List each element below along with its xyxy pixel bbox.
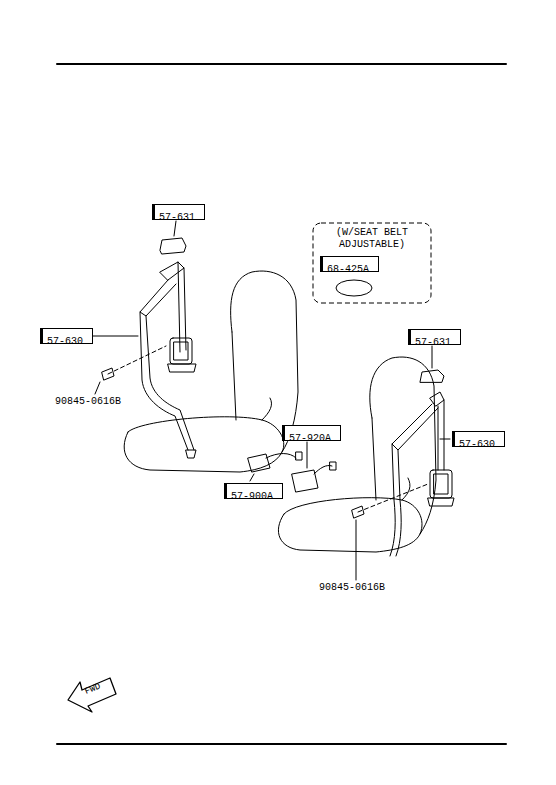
drawing-stroke	[140, 280, 176, 316]
drawing-stroke	[420, 370, 444, 382]
drawing-stroke	[248, 454, 270, 472]
drawing-stroke	[314, 465, 332, 474]
drawing-stroke	[432, 346, 433, 368]
drawing-stroke	[330, 462, 336, 470]
drawing-stroke	[262, 398, 272, 420]
drawing-stroke	[434, 474, 448, 494]
drawing-stroke	[430, 470, 452, 498]
drawing-stroke	[174, 221, 176, 236]
drawing-stroke	[356, 520, 357, 580]
part-number: 90845-0616B	[318, 582, 386, 594]
drawing-stroke	[438, 400, 444, 470]
drawing-stroke	[232, 332, 236, 420]
callout-box: 68-425A	[320, 256, 379, 272]
callout-number: 57-631	[159, 212, 195, 224]
callout-number: 57-631	[415, 337, 451, 349]
callout-box: 57-900A	[224, 483, 283, 499]
drawing-stroke	[266, 454, 296, 459]
option-note: (W/SEAT BELT ADJUSTABLE)	[312, 222, 432, 251]
fwd-indicator: FWD	[82, 680, 103, 698]
drawing-stroke	[174, 342, 188, 360]
drawing-stroke	[307, 442, 308, 468]
callout-number: 57-920A	[289, 433, 331, 445]
drawing-stroke	[352, 506, 364, 518]
drawing-stroke	[57, 743, 506, 745]
adjuster-label-part	[336, 280, 372, 296]
drawing-stroke	[390, 444, 401, 556]
drawing-stroke	[250, 474, 254, 481]
drawing-stroke	[160, 238, 186, 254]
drawing	[57, 64, 506, 744]
drawing-stroke	[170, 338, 192, 364]
drawing-stroke	[372, 418, 376, 500]
drawing-stroke	[124, 417, 284, 472]
drawing-stroke	[358, 484, 428, 512]
drawing-stroke	[57, 63, 506, 65]
drawing-stroke	[90, 336, 138, 337]
drawing-stroke	[440, 439, 450, 440]
callout-box: 57-920A	[282, 425, 341, 441]
drawing-stroke	[392, 404, 438, 450]
drawing-stroke	[402, 478, 410, 500]
callout-box: 57-631	[152, 204, 205, 220]
drawing-stroke	[140, 312, 194, 450]
drawing-stroke	[102, 368, 114, 380]
drawing-stroke	[168, 364, 196, 372]
callout-box: 57-630	[40, 328, 93, 344]
drawing-stroke	[68, 678, 116, 712]
drawing-stroke	[186, 450, 196, 458]
drawing-stroke	[108, 346, 166, 374]
callout-number: 57-630	[47, 336, 83, 348]
drawing-stroke	[160, 262, 184, 280]
callout-box: 57-631	[408, 329, 461, 345]
callout-number: 68-425A	[327, 264, 369, 276]
part-number: 90845-0616B	[54, 396, 122, 408]
callout-box: 57-630	[452, 431, 505, 447]
callout-number: 57-900A	[231, 491, 273, 503]
drawing-stroke	[296, 452, 302, 460]
option-group-box: (W/SEAT BELT ADJUSTABLE) 68-425A	[312, 222, 432, 304]
drawing-stroke	[428, 498, 454, 506]
callout-number: 57-630	[459, 439, 495, 451]
dashed-outline	[313, 223, 431, 303]
drawing-stroke	[95, 382, 100, 394]
